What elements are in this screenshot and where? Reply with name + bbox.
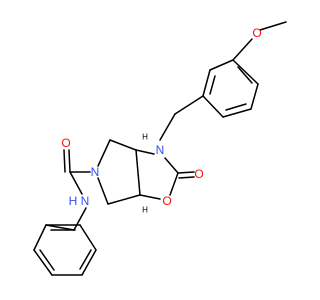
bond-ar5: [202, 69, 211, 97]
amide-nitrogen: N: [81, 194, 90, 208]
ring-oxygen: O: [162, 194, 171, 208]
bond-ar4: [202, 95, 224, 118]
bond-ar6: [209, 59, 234, 71]
bond-ph-inner1: [39, 249, 55, 271]
bond-c2-o-double2: [178, 176, 195, 179]
bond-c3a-c6a: [135, 149, 141, 196]
bond-ch2-ph: [45, 224, 75, 231]
bond-ph2: [33, 249, 53, 276]
carbonyl-oxygen: O: [194, 167, 203, 181]
bond-c2-o1: [169, 172, 179, 196]
bond-ph1: [33, 224, 47, 251]
bond-ph4: [81, 249, 97, 276]
bond-c3a-c4: [109, 139, 137, 151]
pyrrolidine-nitrogen: N: [91, 165, 100, 179]
bond-ph-inner2: [79, 249, 92, 270]
bond-c4-n5: [97, 139, 111, 167]
bond-camide-o2: [63, 149, 66, 173]
bond-ar-inner3: [209, 75, 216, 95]
stereo-h-lower: H: [142, 206, 148, 215]
bond-ar-inner1: [237, 66, 253, 84]
bond-o1-c6a: [139, 194, 161, 200]
bond-camide-o1: [68, 149, 71, 173]
stereo-h-upper: H: [142, 133, 148, 142]
bond-ar-inner2: [225, 103, 247, 111]
methoxy-oxygen: O: [252, 26, 261, 40]
bond-c6-c6a: [107, 194, 141, 205]
bond-ph5: [79, 224, 97, 251]
amide-hydrogen: H: [69, 194, 78, 208]
amide-oxygen: O: [61, 136, 70, 150]
bond-c2-o-double1: [177, 171, 195, 174]
bond-ar1: [232, 59, 259, 85]
bond-nh-ch2: [73, 207, 87, 231]
molecule-structure: O N O O N O N H H H: [33, 21, 287, 276]
bond-ch2b: [159, 113, 176, 141]
bond-ar-o: [232, 38, 253, 61]
atom-layer: O N O O N O N H H H: [61, 26, 261, 215]
oxazolidinone-nitrogen: N: [156, 143, 165, 157]
bond-layer: [33, 21, 287, 276]
bond-och3: [259, 21, 287, 31]
bond-ar2: [250, 83, 259, 110]
bond-ch2a: [174, 95, 204, 115]
bond-camide-nh: [69, 171, 83, 195]
bond-n3-c2: [164, 157, 179, 174]
bond-n5-c6: [97, 177, 109, 205]
bond-n3-c3a: [135, 149, 155, 155]
bond-ar3: [222, 108, 252, 118]
